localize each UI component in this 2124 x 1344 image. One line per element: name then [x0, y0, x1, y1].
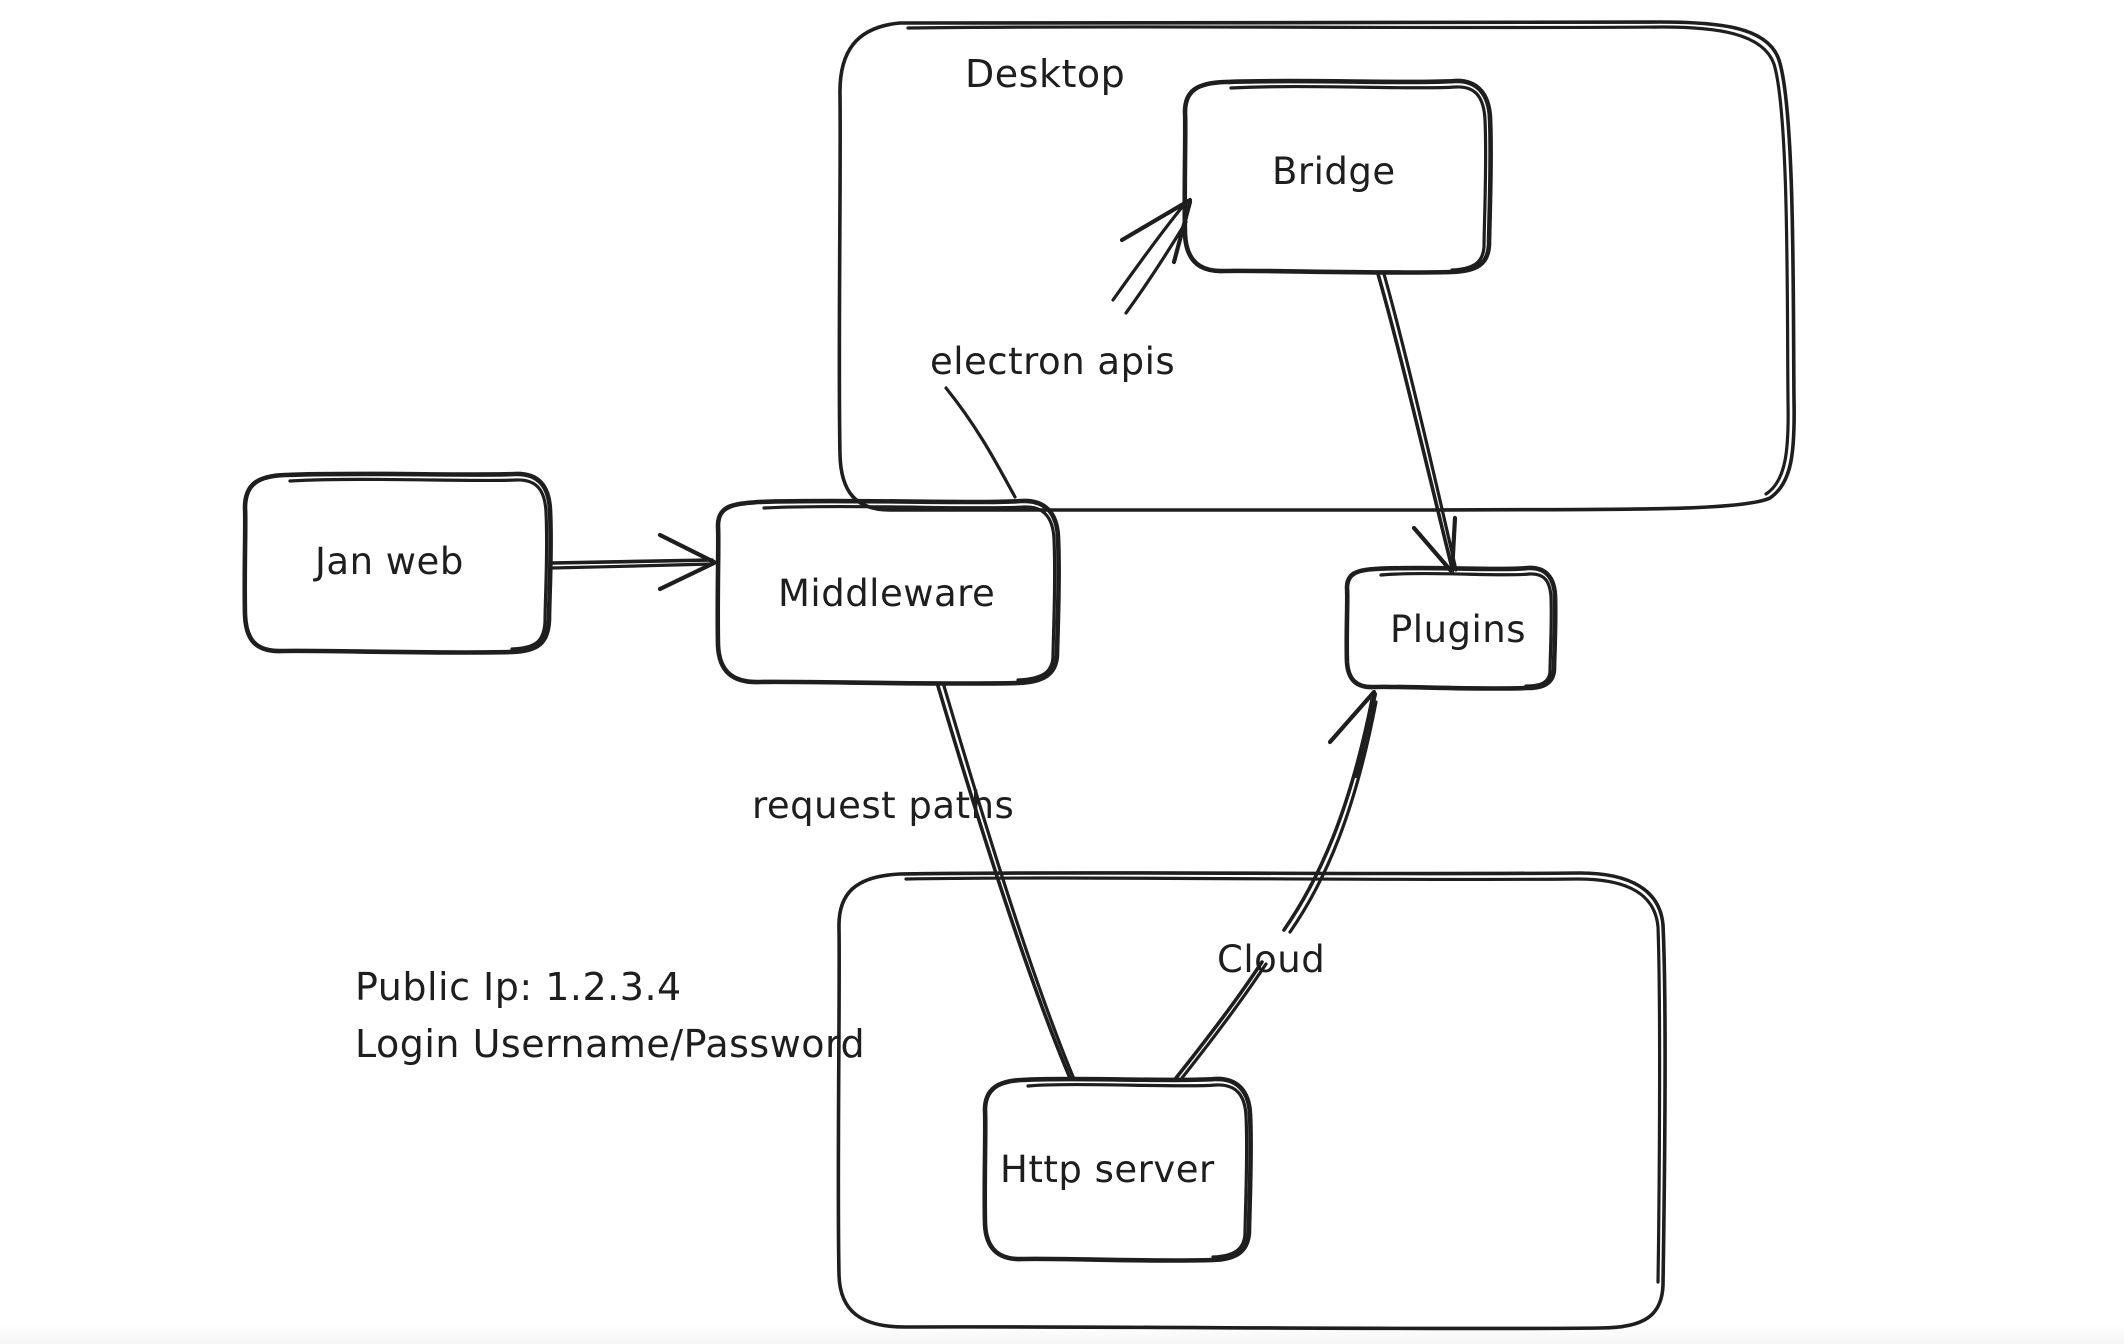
- edge-label-request-paths: request paths: [752, 784, 1015, 827]
- node-bridge[interactable]: [1182, 78, 1493, 275]
- node-jan-web[interactable]: [242, 471, 553, 655]
- node-middleware[interactable]: [715, 498, 1061, 686]
- edge-label-cloud: Cloud: [1217, 938, 1326, 981]
- group-label-desktop: Desktop: [965, 52, 1126, 96]
- edge-jan-web-to-middleware[interactable]: [550, 532, 717, 592]
- label-plugins: Plugins: [1390, 608, 1527, 651]
- edge-bridge-to-plugins[interactable]: [1376, 272, 1458, 575]
- label-bridge: Bridge: [1272, 150, 1396, 193]
- note-login-credentials: Login Username/Password: [355, 1022, 866, 1066]
- node-plugins[interactable]: [1344, 565, 1558, 691]
- edge-middleware-to-http-server[interactable]: [936, 684, 1076, 1081]
- label-http-server: Http server: [1000, 1148, 1215, 1191]
- edge-http-server-to-plugins[interactable]: [1174, 689, 1378, 1080]
- node-http-server[interactable]: [982, 1076, 1253, 1263]
- edge-label-electron-apis: electron apis: [930, 340, 1176, 383]
- note-public-ip: Public Ip: 1.2.3.4: [355, 965, 682, 1009]
- container-desktop[interactable]: [837, 20, 1796, 513]
- edge-middleware-to-bridge[interactable]: [944, 197, 1193, 499]
- label-jan-web: Jan web: [315, 540, 464, 583]
- container-cloud[interactable]: [836, 871, 1667, 1331]
- label-middleware: Middleware: [778, 572, 996, 615]
